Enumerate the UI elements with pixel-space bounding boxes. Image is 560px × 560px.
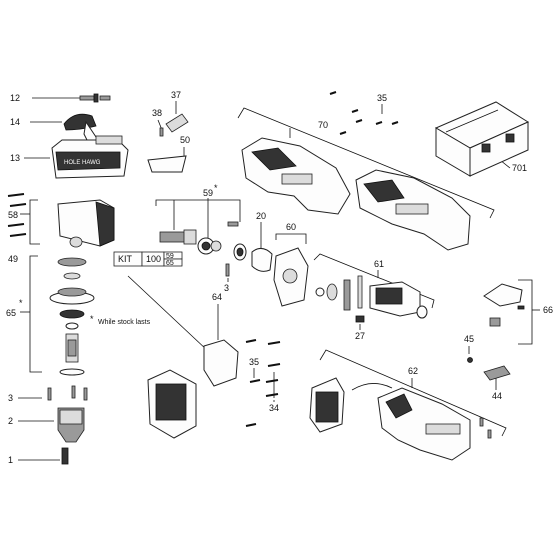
screws-part-3-left [47, 385, 88, 401]
callout-38: 38 [152, 108, 162, 118]
screws-part-58 [7, 193, 27, 237]
callout-3-left: 3 [8, 393, 13, 403]
pin-part-3-middle [225, 263, 230, 277]
switch-part-37 [159, 113, 189, 137]
callout-66: 66 [543, 305, 553, 315]
screws-part-34 [265, 341, 281, 397]
field-assembly-part-62 [309, 377, 393, 433]
bracket-70 [237, 107, 495, 219]
front-housing-part-58 [57, 199, 115, 248]
housing-half-left-part-70 [241, 137, 351, 215]
callout-65: 65 [6, 308, 16, 318]
callout-701: 701 [512, 163, 527, 173]
battery-housing-part-62 [377, 387, 471, 461]
stock-note: While stock lasts [98, 319, 151, 326]
callout-50: 50 [180, 135, 190, 145]
gear-housing-part-13: HOLE HAWG [51, 135, 129, 179]
star-59: * [214, 183, 218, 193]
callout-60: 60 [286, 222, 296, 232]
callout-58: 58 [8, 210, 18, 220]
callout-44: 44 [492, 391, 502, 401]
screw-part-12 [79, 93, 111, 103]
callout-35-middle: 35 [249, 357, 259, 367]
bracket-65 [29, 255, 42, 373]
bracket-66 [518, 279, 533, 345]
housing-half-right-part-70 [355, 169, 471, 251]
carrying-case-part-701 [434, 101, 530, 177]
spring-part-44 [483, 365, 511, 381]
bracket-60 [275, 233, 307, 244]
callout-1: 1 [8, 455, 13, 465]
callout-59: 59 [203, 188, 213, 198]
callout-49: 49 [8, 254, 18, 264]
callout-13: 13 [10, 153, 20, 163]
callout-3-middle: 3 [224, 283, 229, 293]
callout-20: 20 [256, 211, 266, 221]
ball-part-45 [467, 357, 473, 363]
kit-ref-bottom: 65 [166, 260, 174, 267]
callout-12: 12 [10, 93, 20, 103]
kit-ref-top: 59 [166, 253, 174, 260]
gasket-part-20 [251, 248, 273, 272]
callout-2: 2 [8, 416, 13, 426]
bracket-61 [313, 253, 435, 309]
bracket-58 [29, 199, 40, 245]
chuck-stack-part-65 [49, 257, 95, 376]
screws-part-62 [479, 417, 492, 439]
callout-27: 27 [355, 331, 365, 341]
label-plate-part-50 [147, 155, 187, 173]
callout-64: 64 [212, 292, 222, 302]
spindle-assembly-part-59 [159, 221, 247, 261]
callout-37: 37 [171, 90, 181, 100]
screw-part-27 [355, 315, 365, 323]
callout-45: 45 [464, 334, 474, 344]
callout-61: 61 [374, 259, 384, 269]
callout-34: 34 [269, 403, 279, 413]
motor-housing-part-64 [147, 339, 239, 439]
bolt-part-1 [61, 447, 69, 465]
chuck-part-2 [57, 407, 85, 443]
callout-62: 62 [408, 366, 418, 376]
callout-14: 14 [10, 117, 20, 127]
callout-70: 70 [318, 120, 328, 130]
armature-assembly-part-61 [315, 275, 428, 319]
forward-reverse-part-66 [483, 283, 525, 327]
kit-box: KIT 100 59 65 [113, 251, 183, 267]
screws-part-35-middle [245, 339, 261, 427]
callout-35-top: 35 [377, 93, 387, 103]
bracket-62 [319, 349, 507, 437]
star-65: * [19, 298, 23, 308]
bracket-59 [155, 199, 241, 222]
hole-hawg-logo: HOLE HAWG [64, 160, 101, 166]
screws-part-35-top [329, 91, 399, 135]
kit-label: KIT [118, 254, 133, 264]
star-note-mark: * [90, 314, 94, 324]
kit-qty: 100 [146, 254, 161, 264]
